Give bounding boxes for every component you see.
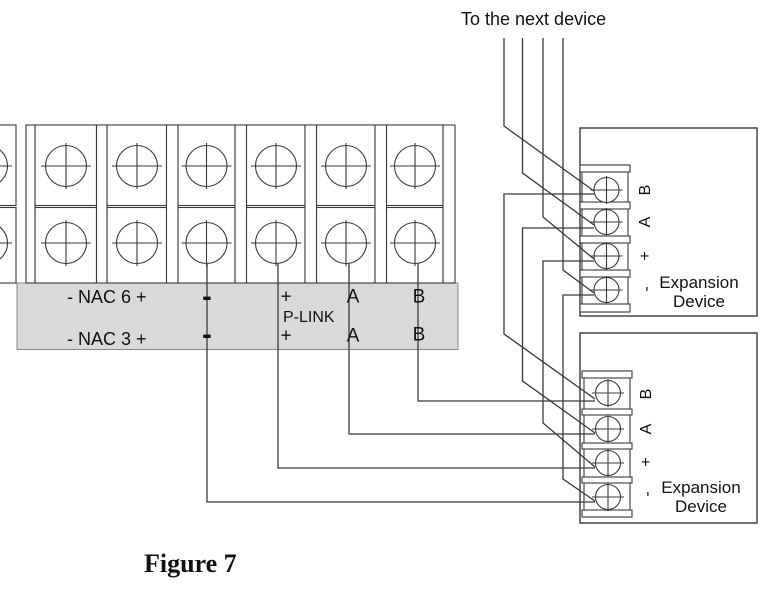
exp2-device-name-line2: Device: [675, 497, 727, 516]
screw-terminal: [41, 143, 91, 189]
wire-exp1-to-exp2-a: [521, 227, 596, 434]
screw-terminals: [0, 143, 624, 511]
strip-band: [579, 235, 631, 244]
terminal-cell: [0, 206, 17, 284]
screw-terminal: [321, 143, 371, 189]
screw-terminal: [592, 449, 624, 477]
nac3-label: - NAC 3 +: [67, 329, 147, 349]
strip-band: [579, 201, 631, 210]
terminal-divider: [442, 124, 456, 284]
terminal-divider: [165, 124, 179, 284]
screw-terminal: [590, 276, 623, 304]
screw-terminal: [590, 176, 623, 204]
terminal-divider: [304, 124, 318, 284]
screw-terminal: [112, 220, 162, 266]
strip-band: [579, 269, 631, 278]
terminal-divider: [25, 124, 36, 284]
exp1-device-name: Expansion Device: [650, 273, 748, 311]
plink-plus-label-row2: +: [280, 325, 292, 347]
strip-band: [579, 303, 631, 313]
plink-minus-label-row1: -: [202, 280, 212, 313]
screw-terminal: [592, 379, 624, 407]
exp1-terminal-b-label: B: [637, 184, 655, 196]
screw-terminal: [390, 220, 440, 266]
plink-plus-label-row1: +: [280, 286, 292, 308]
screw-terminal: [251, 220, 301, 266]
plink-bus-label: P-LINK: [283, 309, 335, 326]
wire-plink-plus-to-exp2: [277, 263, 595, 469]
plink-label-band: [16, 282, 459, 350]
wire-plink-b-to-exp2: [417, 263, 595, 402]
screw-terminal: [321, 220, 371, 266]
exp2-terminal-b-label: B: [638, 388, 656, 400]
plink-a-label-row1: A: [346, 286, 360, 308]
plink-b-label-row1: B: [412, 286, 426, 308]
screw-terminal: [390, 143, 440, 189]
wire-exp1-to-exp2-b: [503, 193, 596, 400]
plink-minus-label-row2: -: [202, 318, 212, 351]
terminal-divider: [374, 124, 388, 284]
exp2-device-name: Expansion Device: [652, 478, 750, 516]
wire-next-device-plus: [542, 38, 595, 260]
screw-terminal: [41, 220, 91, 266]
exp1-device-name-line2: Device: [673, 292, 725, 311]
plink-a-label-row2: A: [346, 325, 360, 347]
wire-exp1-to-exp2-plus: [542, 260, 596, 468]
plink-b-label-row2: B: [412, 324, 426, 346]
screw-terminal: [181, 220, 232, 266]
exp2-terminal-plus-label: +: [638, 457, 656, 467]
nac6-label: - NAC 6 +: [67, 287, 147, 307]
exp1-terminal-plus-label: +: [637, 251, 655, 261]
screw-terminal: [592, 415, 624, 443]
exp2-terminal-a-label: A: [638, 423, 656, 435]
wires: [206, 38, 596, 503]
next-device-note: To the next device: [461, 9, 607, 29]
wire-next-device-minus: [562, 38, 595, 294]
screw-terminal: [590, 208, 623, 236]
wire-exp1-to-exp2-minus: [562, 294, 596, 502]
exp2-device-name-line1: Expansion: [661, 478, 741, 497]
wire-plink-a-to-exp2: [348, 263, 595, 435]
exp1-device-name-line1: Expansion: [659, 273, 739, 292]
strip-band: [581, 408, 633, 416]
screw-terminal: [251, 143, 301, 189]
terminal-divider: [95, 124, 108, 284]
strip-band: [579, 164, 631, 173]
screw-terminal: [590, 242, 623, 270]
exp1-terminal-a-label: A: [637, 216, 655, 228]
figure-caption: Figure 7: [144, 549, 237, 578]
wire-next-device-b: [503, 38, 595, 192]
screw-terminal: [0, 226, 12, 260]
strip-band: [581, 509, 633, 518]
screw-terminal: [592, 483, 624, 511]
strip-band: [581, 370, 633, 379]
strip-band: [581, 442, 633, 450]
wire-plink-minus-to-exp2: [206, 263, 595, 503]
terminal-divider: [234, 124, 248, 284]
screw-terminal: [0, 149, 12, 183]
strip-band: [581, 476, 633, 484]
wire-next-device-a: [521, 38, 595, 226]
screw-terminal: [112, 143, 162, 189]
screw-terminal: [181, 143, 232, 189]
